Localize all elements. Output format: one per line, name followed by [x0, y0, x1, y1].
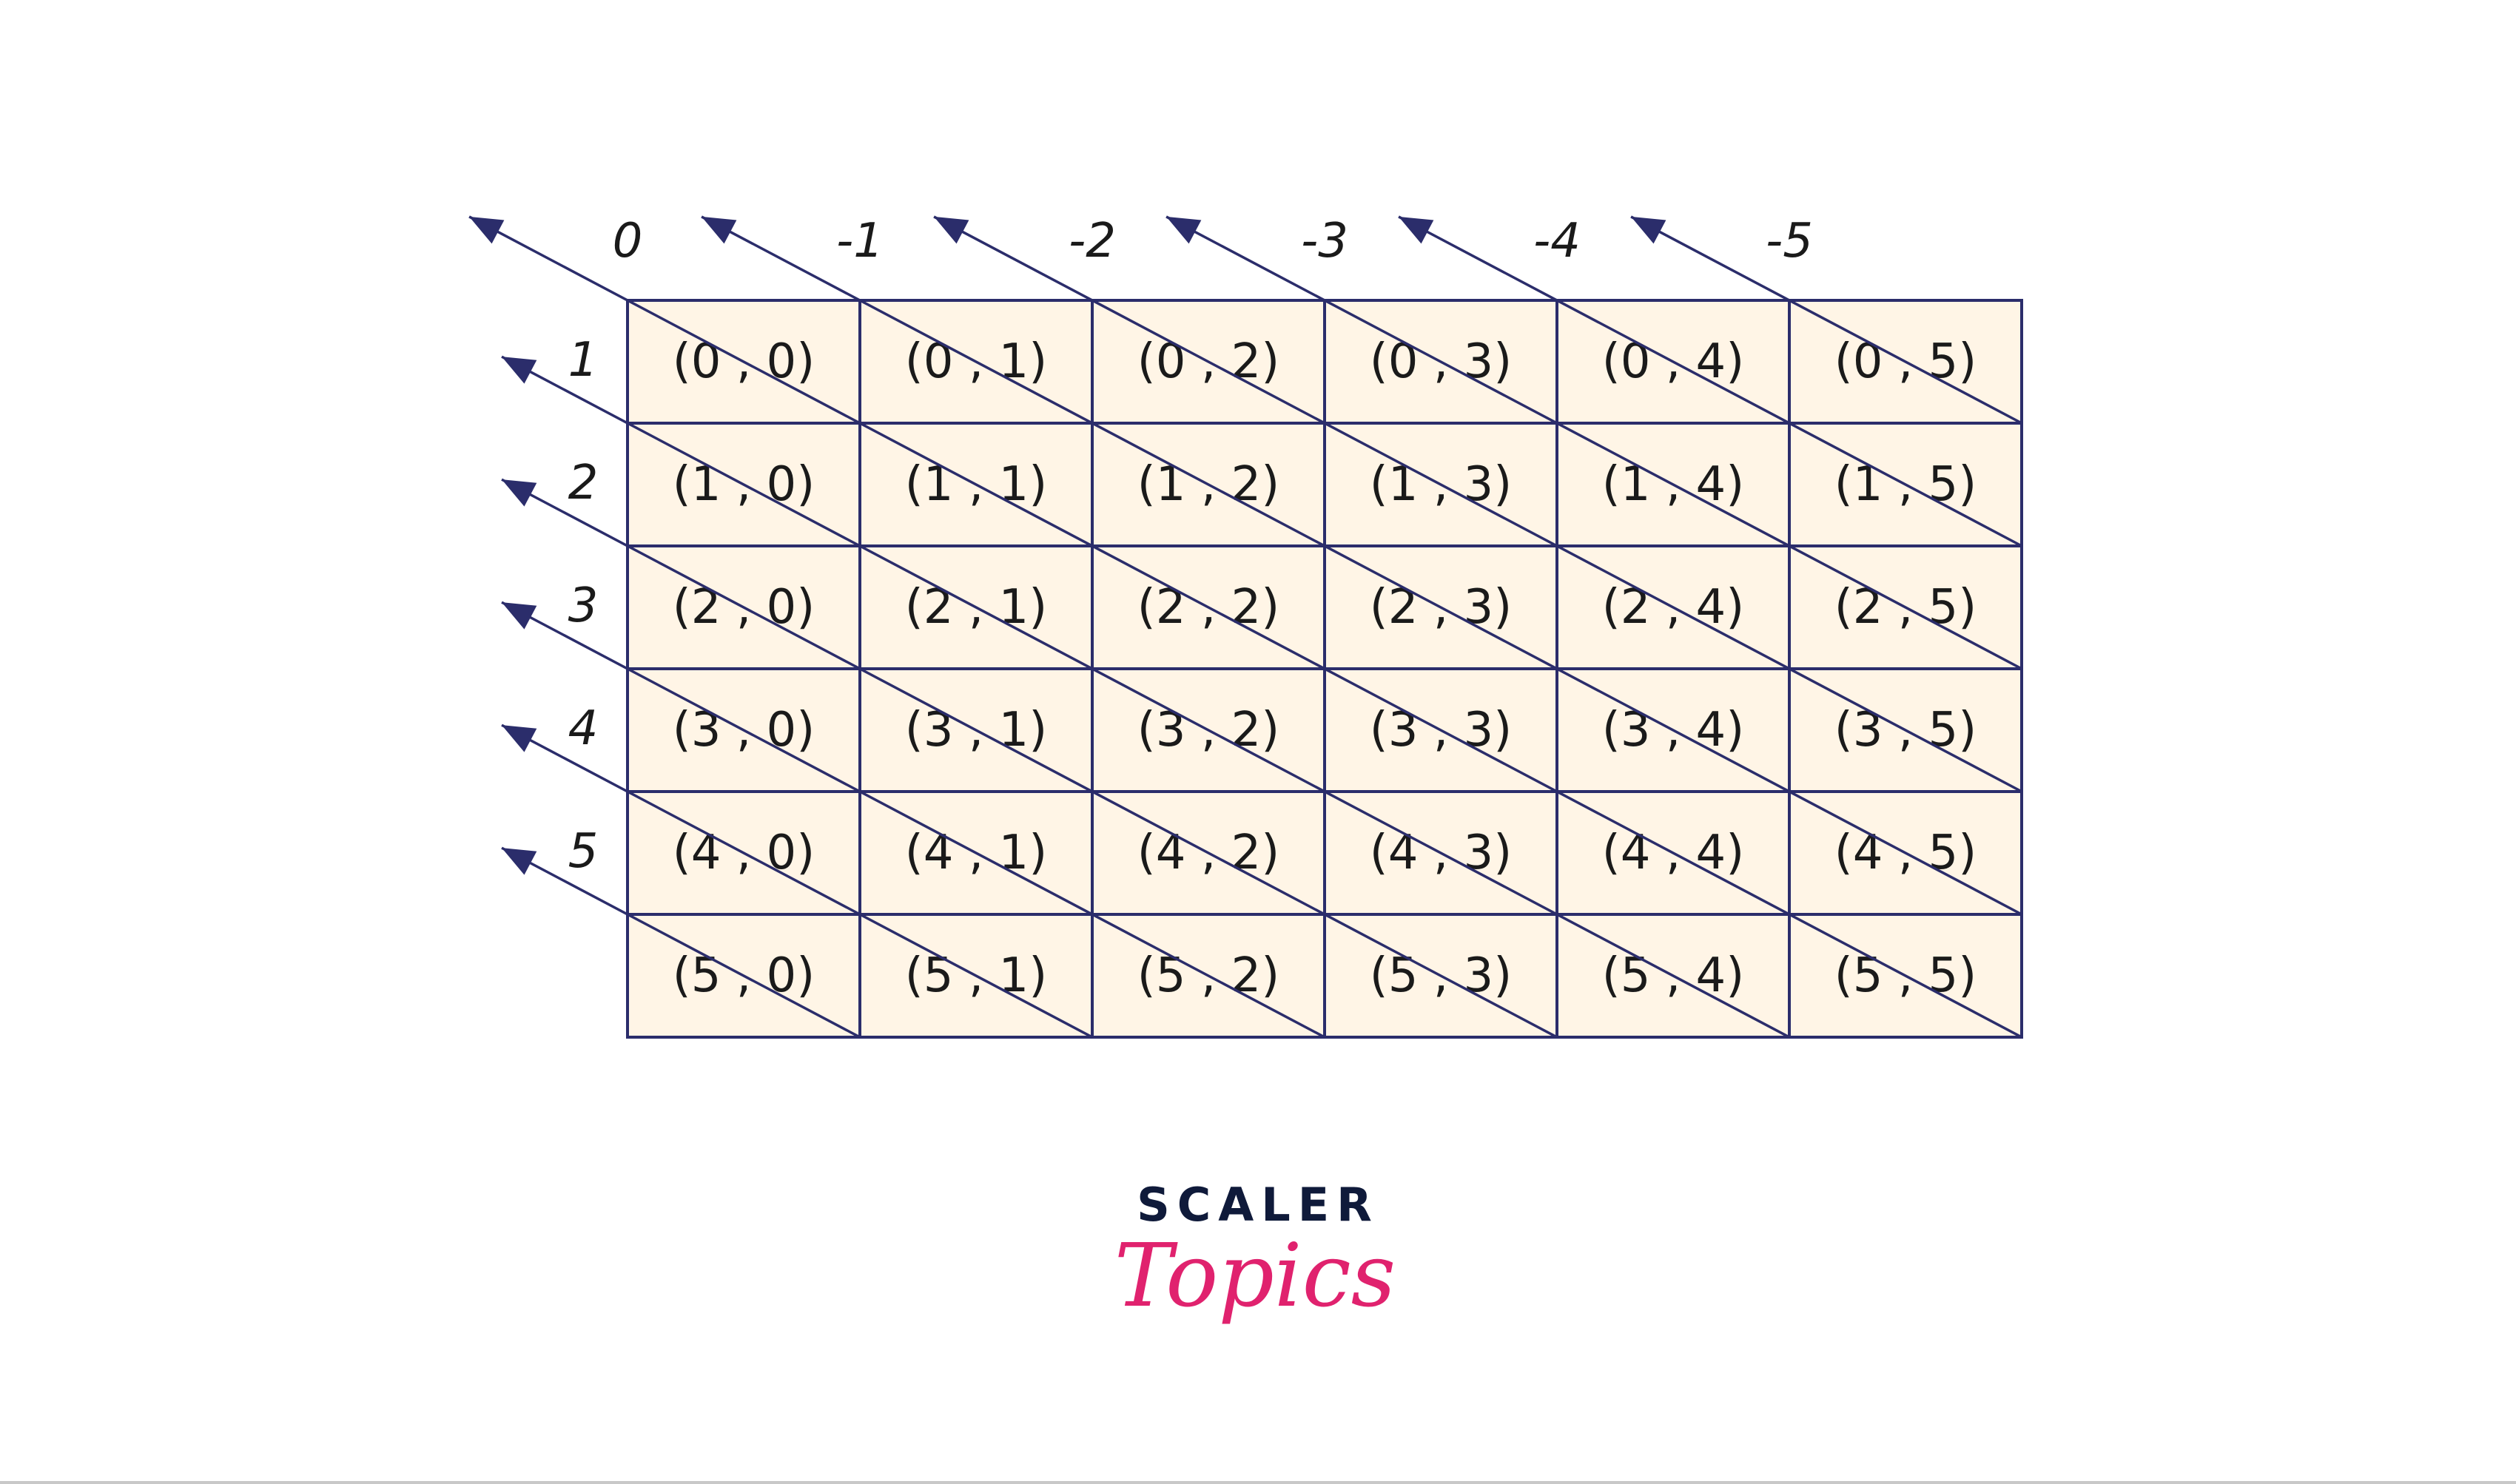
logo-topics-text: Topics	[1114, 1224, 1396, 1326]
left-diagonal-label: 3	[568, 579, 599, 633]
left-diagonal-label: 1	[568, 333, 599, 388]
diagonal-labels: 0 -1 -2 -3 -4 -5 1 2 3 4 5	[568, 214, 1813, 879]
arrow-head-icon	[934, 216, 969, 244]
top-diagonal-label: -4	[1533, 214, 1581, 269]
arrow-head-icon	[702, 216, 737, 244]
diagonal-arrows	[468, 215, 2022, 1039]
diagonal-line	[1630, 215, 2022, 425]
bottom-divider	[0, 1481, 2516, 1484]
top-diagonal-label: -2	[1069, 214, 1116, 269]
top-diagonal-arrow	[701, 215, 2022, 916]
left-diagonal-arrow	[501, 601, 1325, 1039]
left-diagonal-arrow	[501, 478, 1558, 1039]
diagonal-line	[501, 355, 1790, 1039]
arrow-head-icon	[502, 357, 537, 384]
left-diagonal-label: 4	[568, 701, 599, 756]
arrow-head-icon	[502, 725, 537, 752]
diagonal-line	[468, 215, 2022, 1039]
diagonal-line	[1166, 215, 2022, 670]
arrow-head-icon	[1166, 216, 1202, 244]
top-diagonal-label: 0	[613, 214, 643, 269]
arrow-head-icon	[502, 602, 537, 630]
arrow-head-icon	[502, 848, 537, 875]
left-diagonal-label: 2	[568, 456, 599, 510]
top-diagonal-arrow	[1166, 215, 2022, 670]
arrow-head-icon	[1399, 216, 1434, 244]
diagonal-line	[501, 601, 1325, 1039]
top-diagonal-label: -5	[1766, 214, 1813, 269]
left-diagonal-arrow	[501, 724, 1093, 1039]
left-diagonal-label: 5	[568, 824, 599, 879]
diagonal-line	[501, 846, 861, 1039]
diagonal-line	[501, 724, 1093, 1039]
left-diagonal-arrow	[501, 846, 861, 1039]
top-diagonal-arrow	[933, 215, 2022, 793]
arrow-head-icon	[502, 479, 537, 507]
top-diagonal-label: -1	[836, 214, 884, 269]
diagonal-line	[701, 215, 2022, 916]
diagonal-line	[933, 215, 2022, 793]
arrow-head-icon	[1631, 216, 1666, 244]
diagonal-line	[1398, 215, 2022, 547]
top-diagonal-arrow	[468, 215, 2022, 1039]
left-diagonal-arrow	[501, 355, 1790, 1039]
scaler-topics-logo: SCALER Topics	[1114, 1178, 1396, 1326]
top-diagonal-arrow	[1630, 215, 2022, 425]
arrow-head-icon	[469, 216, 505, 244]
diagonal-line	[501, 478, 1558, 1039]
top-diagonal-label: -3	[1301, 214, 1348, 269]
logo-scaler-text: SCALER	[1137, 1178, 1379, 1232]
top-diagonal-arrow	[1398, 215, 2022, 547]
